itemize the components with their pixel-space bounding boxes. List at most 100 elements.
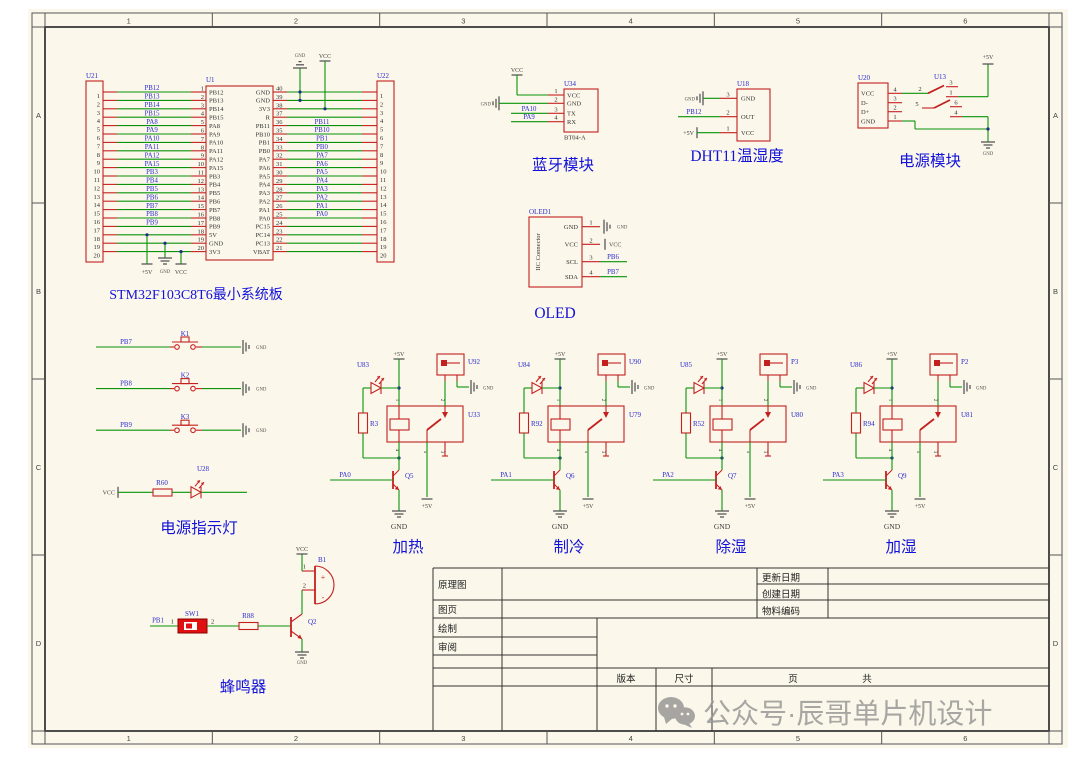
designator: U18 — [737, 80, 750, 88]
pin-name: PA4 — [259, 182, 271, 189]
module-body — [736, 88, 771, 142]
pin-number: 36 — [276, 119, 283, 126]
pin-number: 16 — [94, 219, 101, 226]
pin-number: 13 — [380, 194, 387, 201]
frame-column-label: 1 — [127, 17, 131, 26]
pin-number: 1 — [394, 399, 399, 402]
pin-number: 2 — [554, 96, 557, 103]
relay-body — [386, 405, 464, 443]
net-label: PA8 — [146, 119, 158, 126]
led-arrow-icon — [196, 480, 200, 484]
pin-name: TX — [567, 111, 576, 118]
junction-dot — [323, 107, 327, 111]
pin-number: 26 — [276, 203, 283, 210]
pin-number: 1 — [893, 114, 896, 121]
frame-column-label: 1 — [127, 734, 131, 743]
designator: U80 — [791, 411, 804, 419]
led-icon — [370, 381, 383, 395]
junction-dot — [986, 127, 990, 131]
titleblock-label: 审阅 — [438, 642, 457, 654]
designator: R52 — [693, 420, 705, 428]
gnd-label: GND — [552, 522, 569, 531]
net-label: PB8 — [120, 381, 132, 388]
pin-number: 32 — [276, 153, 283, 160]
pin-number: 15 — [94, 211, 101, 218]
button-icon — [190, 385, 196, 392]
titleblock-label: 更新日期 — [762, 572, 800, 584]
gnd-label: GND — [256, 346, 267, 351]
pin-number: 38 — [276, 102, 283, 109]
frame-column-label: 5 — [796, 734, 800, 743]
net-label: PA4 — [316, 178, 328, 185]
vcc-label: VCC — [511, 68, 523, 74]
pin-number: 11 — [380, 177, 386, 184]
pin-name: PA1 — [259, 207, 270, 214]
power-label: +5V — [394, 352, 405, 358]
frame-column-label: 2 — [294, 17, 298, 26]
pin-number: 4 — [589, 270, 593, 277]
pin-number: 3 — [380, 110, 383, 117]
pin-number: 37 — [276, 111, 283, 118]
pin-name: SDA — [565, 274, 578, 281]
pin-number: 4 — [380, 118, 384, 125]
pin-number: 24 — [276, 220, 283, 227]
net-label: PA5 — [316, 169, 328, 176]
designator: U83 — [357, 361, 370, 369]
gnd-label: GND — [714, 522, 731, 531]
section-title: DHT11温湿度 — [690, 147, 783, 165]
net-label: PA12 — [145, 152, 160, 159]
pin-number: 5 — [915, 101, 918, 108]
pin-number: 19 — [94, 244, 101, 251]
pin-number: 6 — [201, 128, 205, 135]
designator: P2 — [961, 358, 969, 366]
relay-armature-icon — [587, 418, 603, 431]
transistor-arrow — [297, 634, 302, 639]
frame-row-label: B — [1053, 287, 1058, 296]
net-label: PA2 — [662, 472, 674, 479]
pin-number: 5 — [422, 451, 427, 454]
led-icon — [190, 485, 203, 499]
pin-number: 5 — [201, 119, 204, 126]
titleblock-label: 绘制 — [438, 623, 457, 635]
pin-number: 17 — [94, 227, 101, 234]
pin-number: 6 — [380, 135, 384, 142]
pin-number: 10 — [380, 169, 387, 176]
designator: Q9 — [898, 472, 907, 480]
pin-name: PB7 — [209, 207, 221, 214]
frame-column-label: 3 — [461, 17, 465, 26]
junction-dot — [179, 250, 183, 254]
pin-name: VCC — [565, 242, 578, 249]
pin-number: 1 — [303, 564, 306, 571]
designator: U90 — [629, 358, 642, 366]
pin-number: 6 — [97, 135, 101, 142]
pin-number: 14 — [380, 202, 387, 209]
gnd-label: GND — [685, 97, 696, 102]
transistor-arrow — [394, 486, 399, 490]
section-title: 加湿 — [885, 538, 916, 556]
led-arrow-icon — [200, 482, 204, 486]
designator: U1 — [206, 76, 215, 84]
pin-number: 35 — [276, 128, 283, 135]
pin-number: 7 — [97, 143, 101, 150]
pin-number: 8 — [201, 144, 204, 151]
pin-name: GND — [861, 118, 875, 125]
plus-label: + — [321, 573, 326, 582]
pin-number: 1 — [554, 88, 557, 95]
net-label: PA9 — [146, 127, 158, 134]
pin-number: 3 — [600, 451, 605, 454]
pin-name: D- — [861, 100, 868, 107]
pin-name: PA7 — [259, 157, 271, 164]
connector-body — [759, 353, 788, 376]
designator: Q7 — [728, 472, 737, 480]
pin-name: PB12 — [209, 89, 223, 96]
pin-number: 22 — [276, 237, 283, 244]
net-label: PB7 — [146, 203, 158, 210]
pin-number: 20 — [380, 253, 387, 260]
pin-number: 15 — [198, 203, 205, 210]
led-arrow-icon — [380, 378, 384, 381]
relay-body — [547, 405, 625, 443]
net-label: PA1 — [500, 472, 511, 479]
designator: U22 — [377, 72, 390, 80]
pin-name: GND — [209, 241, 223, 248]
